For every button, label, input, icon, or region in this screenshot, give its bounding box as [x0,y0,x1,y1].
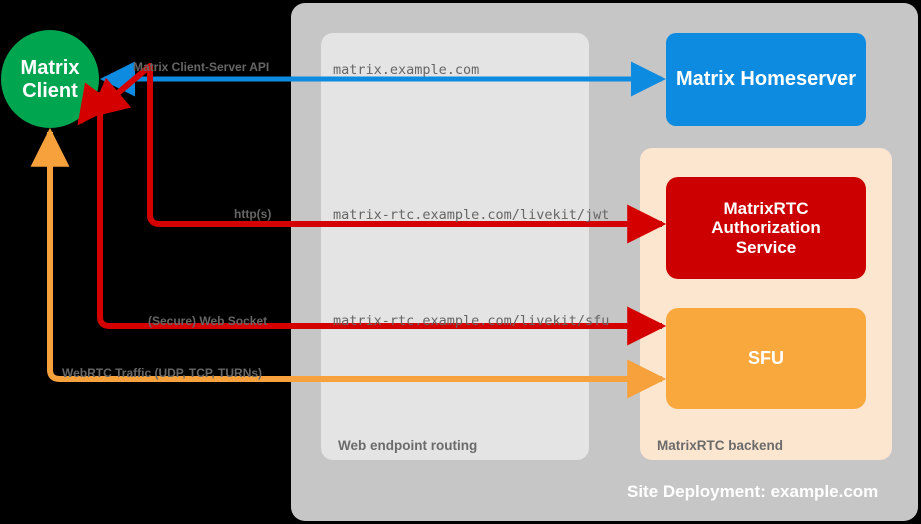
edge-webrtc-line [30,127,667,399]
edge-webrtc-label: WebRTC Traffic (UDP, TCP, TURNs) [62,366,263,380]
zone-web-endpoint-routing [321,33,589,460]
edge-client-server-api-label: Matrix Client-Server API [133,60,270,74]
node-matrixrtc-authorization-service[interactable] [666,177,866,279]
endpoint-matrix-label: matrix.example.com [333,62,480,78]
zone-matrixrtc-backend-label: MatrixRTC backend [657,438,784,453]
edge-https-label: http(s) [234,207,272,221]
endpoint-sfu-label: matrix-rtc.example.com/livekit/sfu [333,313,610,329]
node-matrix-homeserver[interactable] [666,33,866,126]
edge-websocket-label: (Secure) Web Socket [148,314,268,328]
endpoint-jwt-label: matrix-rtc.example.com/livekit/jwt [333,207,610,223]
zone-web-endpoint-routing-label: Web endpoint routing [338,438,478,453]
node-matrix-client[interactable] [1,30,99,128]
node-sfu[interactable] [666,308,866,409]
site-deployment-label: Site Deployment: example.com [627,482,879,501]
